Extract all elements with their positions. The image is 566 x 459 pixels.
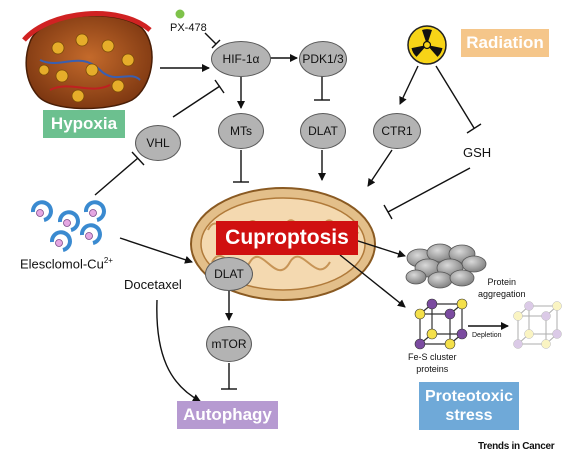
label-gsh: GSH [463, 145, 492, 160]
elesclomol-cu-icon [30, 200, 106, 252]
tag-autophagy: Autophagy [177, 401, 278, 429]
label-elesclomol-text: Elesclomol-Cu [20, 256, 104, 272]
edge-gsh-cupro [387, 167, 471, 213]
fe-s-cluster-depleted-illustration [513, 301, 562, 349]
node-pdk: PDK1/3 [299, 41, 347, 77]
edge-gsh-cupro-bar [383, 204, 393, 220]
node-dlat-mid: DLAT [205, 257, 253, 291]
node-ctr1: CTR1 [373, 113, 421, 149]
tag-proteotoxic-stress: Proteotoxic stress [419, 382, 519, 430]
edge-radiation-gsh-bar [466, 123, 482, 134]
edge-elesclomol-dlat [119, 237, 193, 264]
edge-px478-hif-bar [211, 39, 221, 49]
fe-s-cluster-full-illustration [414, 298, 468, 350]
edge-ctr1-cupro [367, 149, 393, 187]
radiation-icon [407, 25, 447, 65]
label-depletion: Depletion [472, 332, 502, 339]
edge-elesclomol-vhl [94, 157, 139, 196]
label-docetaxel: Docetaxel [124, 277, 182, 292]
label-elesclomol-sup: 2+ [103, 256, 113, 265]
label-elesclomol: Elesclomol-Cu2+ [20, 256, 113, 271]
edge-elesclomol-vhl-bar [131, 151, 145, 166]
node-vhl: VHL [135, 125, 181, 161]
protein-aggregation-illustration [405, 243, 487, 289]
edge-cupro-fes [339, 254, 406, 308]
node-hif: HIF-1α [211, 41, 271, 77]
edge-cupro-aggregation [354, 239, 406, 258]
edge-vhl-hif [172, 85, 221, 118]
label-protein-aggregation-line2: aggregation [478, 289, 526, 299]
label-protein-aggregation-line1: Protein [487, 277, 517, 287]
node-dlat-top: DLAT [300, 113, 346, 149]
footer-journal: Trends in Cancer [478, 441, 555, 452]
tag-proteotoxic-line2: stress [445, 407, 493, 424]
label-fes: Fe-S cluster proteins [408, 351, 457, 375]
node-mts: MTs [218, 113, 264, 149]
label-protein-aggregation: Protein aggregation [478, 276, 526, 300]
tag-cuproptosis: Cuproptosis [216, 221, 358, 255]
edge-radiation-gsh [435, 65, 475, 129]
edge-radiation-ctr1 [399, 65, 419, 105]
pathway-edges [94, 32, 509, 402]
edge-docetaxel-autophagy [156, 299, 201, 402]
node-mtor: mTOR [206, 326, 252, 362]
edge-vhl-hif-bar [214, 79, 225, 94]
px478-dot [175, 9, 185, 19]
tag-proteotoxic-line1: Proteotoxic [424, 388, 513, 405]
label-px478: PX-478 [170, 22, 207, 34]
edge-px478-hif [204, 32, 217, 45]
tag-radiation: Radiation [461, 29, 549, 57]
hypoxia-tissue-illustration [22, 11, 153, 110]
label-fes-line2: proteins [416, 364, 449, 374]
label-fes-line1: Fe-S cluster [408, 352, 457, 362]
tag-hypoxia: Hypoxia [43, 110, 125, 138]
